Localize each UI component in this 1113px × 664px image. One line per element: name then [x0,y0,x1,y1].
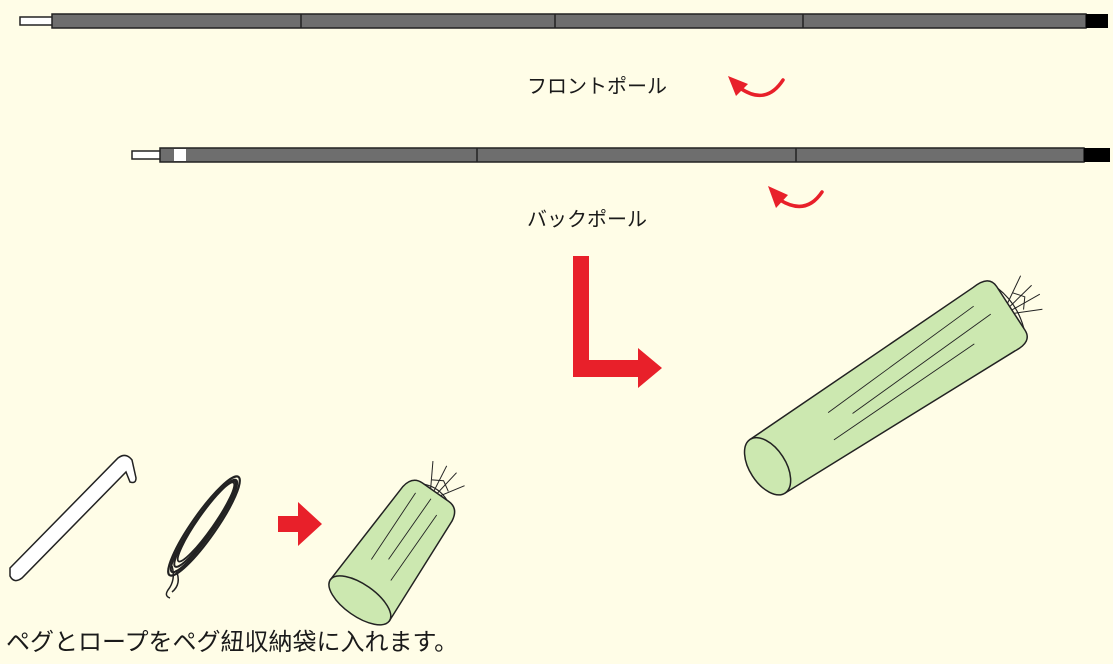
pole-white-band [174,149,186,161]
down-right-arrow-icon [573,256,662,388]
back-pole-label: バックポール [527,207,647,231]
pole-tip [19,16,55,26]
pole-body [51,13,1087,29]
front-pole-icon [19,13,1108,29]
pole-body [159,147,1085,163]
pole-tip [131,150,163,160]
rope-coil-icon [165,475,241,599]
pole-end-cap [1084,148,1110,162]
instruction-caption: ペグとロープをペグ紐収納袋に入れます。 [6,628,459,656]
peg-icon [9,454,137,582]
peg-bag-icon [328,461,465,626]
right-arrow-icon [278,502,322,546]
back-pole-icon [131,147,1110,163]
curved-arrow-icon [768,186,824,209]
front-pole-label: フロントポール [527,74,667,98]
pole-end-cap [1086,14,1108,28]
curved-arrow-icon [728,76,785,98]
pole-bag-icon [743,275,1043,496]
